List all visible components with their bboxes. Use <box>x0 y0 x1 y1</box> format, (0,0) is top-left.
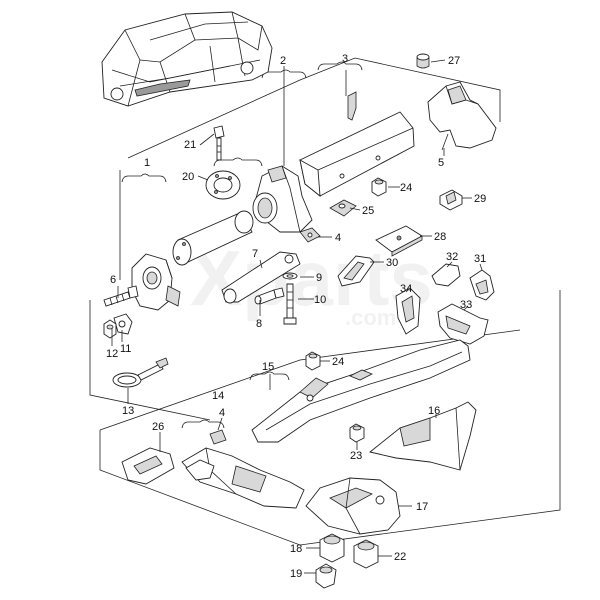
part-16-panel <box>368 401 477 471</box>
part-4-clip-upper <box>299 227 321 243</box>
car-body-shell-illustration <box>101 11 273 107</box>
part-17-cross-member <box>305 477 401 535</box>
part-7-lever-arm <box>221 251 301 304</box>
part-6-stud <box>103 285 139 307</box>
callout-18: 18 <box>290 543 302 555</box>
callout-24-lower: 24 <box>332 356 344 368</box>
callout-16: 16 <box>428 405 440 417</box>
part-22-mount <box>353 539 379 569</box>
callout-11: 11 <box>120 343 131 355</box>
part-27-grommet <box>416 53 446 69</box>
callout-21: 21 <box>184 139 196 151</box>
callout-12: 12 <box>106 348 118 360</box>
callout-32: 32 <box>446 251 458 263</box>
part-18-mount <box>319 533 345 563</box>
part-2-housing <box>252 165 313 233</box>
callout-13: 13 <box>122 405 134 417</box>
callout-8: 8 <box>256 318 262 330</box>
part-24-nut-lower <box>305 351 321 371</box>
callout-31: 31 <box>474 253 486 265</box>
callout-labels: 1 2 3 4 4 5 6 7 8 9 10 11 12 13 14 15 16… <box>106 53 486 580</box>
part-34-bracket <box>395 287 421 335</box>
callout-26: 26 <box>152 421 164 433</box>
callout-10: 10 <box>314 294 326 306</box>
part-3-box-member <box>299 70 415 197</box>
callout-4-upper: 4 <box>335 232 341 244</box>
part-12-nut <box>103 319 117 339</box>
callout-14: 14 <box>212 390 224 402</box>
part-1-tube <box>172 210 254 266</box>
callout-29: 29 <box>474 193 486 205</box>
part-29-clip <box>439 189 463 211</box>
part-9-washer <box>282 272 298 280</box>
part-14-floor-member <box>181 447 305 509</box>
part-11-clip <box>113 313 133 335</box>
assembly-frame-lines <box>89 57 561 546</box>
part-31-clip <box>469 269 495 301</box>
callout-17: 17 <box>416 501 428 513</box>
part-19-mount <box>315 563 337 589</box>
callout-5: 5 <box>438 157 444 169</box>
callout-4-lower: 4 <box>219 407 225 419</box>
part-23-nut <box>349 423 365 443</box>
callout-7: 7 <box>252 248 258 260</box>
callout-19: 19 <box>290 568 302 580</box>
callout-25: 25 <box>362 205 374 217</box>
callout-3: 3 <box>342 53 348 65</box>
callout-27: 27 <box>448 55 460 67</box>
callout-2: 2 <box>280 55 286 67</box>
part-24-nut-upper <box>371 177 387 197</box>
part-4-clip-lower <box>209 429 227 445</box>
callout-30: 30 <box>386 257 398 269</box>
leader-lines <box>111 66 483 574</box>
callout-1: 1 <box>144 157 150 169</box>
watermark-sub: .com <box>345 305 396 330</box>
part-5-bracket <box>427 81 497 151</box>
part-21-bolt <box>213 125 225 161</box>
part-26-bracket <box>121 447 175 485</box>
part-25-clip <box>329 199 357 217</box>
callout-23: 23 <box>350 450 362 462</box>
callout-33: 33 <box>460 299 472 311</box>
callout-22: 22 <box>394 551 406 563</box>
part-20-ring <box>205 170 241 200</box>
callout-24-upper: 24 <box>400 182 412 194</box>
callout-6: 6 <box>110 274 116 286</box>
callout-15: 15 <box>262 361 274 373</box>
part-32-clip <box>431 263 461 287</box>
callout-34: 34 <box>400 283 412 295</box>
part-13-towing-eye <box>112 357 169 388</box>
callout-20: 20 <box>182 171 194 183</box>
part-8-bolt <box>254 287 285 305</box>
part-15-side-member <box>251 339 471 443</box>
callout-9: 9 <box>316 272 322 284</box>
part-33-bracket <box>437 303 489 345</box>
callout-28: 28 <box>434 231 446 243</box>
part-1-mount-bracket <box>131 253 181 311</box>
part-10-bolt <box>283 283 297 325</box>
